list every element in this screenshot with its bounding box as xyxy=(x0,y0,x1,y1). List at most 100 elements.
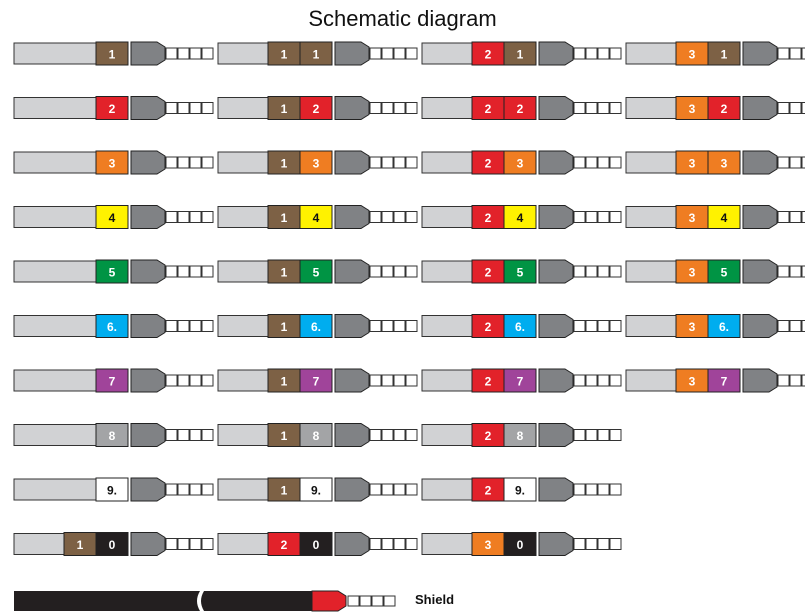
ferrule-23-band-2 xyxy=(503,150,537,175)
shield-cable-left xyxy=(14,591,200,611)
ferrule-21-digit-2: 1 xyxy=(517,48,524,62)
ferrule-33-digit-1: 3 xyxy=(689,157,696,171)
ferrule-25-strand-3 xyxy=(597,265,610,278)
ferrule-30-strand-3 xyxy=(597,538,610,550)
ferrule-15-band-2 xyxy=(299,259,333,284)
diagram-title: Schematic diagram xyxy=(308,6,497,31)
ferrule-24-strand-3 xyxy=(597,211,610,223)
ferrule-4-strand-1 xyxy=(165,211,178,223)
ferrule-26-strand-2 xyxy=(585,320,598,332)
ferrule-1-band-1 xyxy=(95,41,129,66)
ferrule-9-digit-1: 9. xyxy=(107,484,117,498)
ferrule-23-digit-1: 2 xyxy=(485,157,492,171)
ferrule-33-band-2 xyxy=(707,150,741,175)
ferrule-12-crimp xyxy=(334,96,370,120)
shield-cable-right xyxy=(201,591,312,611)
ferrule-17-digit-1: 1 xyxy=(281,375,288,389)
ferrule-4-band-1 xyxy=(95,205,129,229)
ferrule-34-sleeve xyxy=(625,206,679,228)
ferrule-12-digit-2: 2 xyxy=(313,102,320,116)
ferrule-25-strand-1 xyxy=(573,265,586,278)
ferrule-18-strand-3 xyxy=(393,429,406,441)
ferrule-5-sleeve xyxy=(13,260,99,283)
ferrule-21-sleeve xyxy=(421,42,475,65)
ferrule-33-sleeve xyxy=(625,151,679,174)
ferrule-11-crimp xyxy=(334,41,370,66)
ferrule-17-strand-3 xyxy=(393,374,406,387)
ferrule-8-digit-1: 8 xyxy=(109,429,116,443)
ferrule-3-band-1 xyxy=(95,150,129,175)
ferrule-5-strand-1 xyxy=(165,265,178,278)
ferrule-28-digit-1: 2 xyxy=(485,429,492,443)
shield-strand-2 xyxy=(359,595,372,607)
ferrule-31-digit-2: 1 xyxy=(721,48,728,62)
ferrule-18-crimp xyxy=(334,423,370,447)
ferrule-15-digit-2: 5 xyxy=(313,266,320,280)
ferrule-32-crimp xyxy=(742,96,778,120)
ferrule-15-strand-1 xyxy=(369,265,382,278)
ferrule-37-digit-1: 3 xyxy=(689,375,696,389)
ferrule-23-sleeve xyxy=(421,151,475,174)
ferrule-8-strand-3 xyxy=(189,429,202,441)
ferrule-8-strand-1 xyxy=(165,429,178,441)
ferrule-26-strand-4 xyxy=(609,320,622,332)
ferrule-19-sleeve xyxy=(217,478,271,501)
ferrule-17-crimp xyxy=(334,368,370,393)
ferrule-10-strand-3 xyxy=(189,538,202,550)
ferrule-16-digit-1: 1 xyxy=(281,320,288,334)
ferrule-20-digit-2: 0 xyxy=(313,538,320,552)
ferrule-15-strand-2 xyxy=(381,265,394,278)
ferrule-4-sleeve xyxy=(13,206,99,228)
ferrule-15-strand-3 xyxy=(393,265,406,278)
ferrule-1-strand-3 xyxy=(189,47,202,60)
ferrule-8-band-1 xyxy=(95,423,129,447)
ferrule-2-strand-2 xyxy=(177,102,190,114)
ferrule-14-sleeve xyxy=(217,206,271,228)
ferrule-2-crimp xyxy=(130,96,166,120)
ferrule-1-strand-2 xyxy=(177,47,190,60)
ferrule-8-crimp xyxy=(130,423,166,447)
ferrule-16-strand-4 xyxy=(405,320,418,332)
ferrule-18-strand-1 xyxy=(369,429,382,441)
ferrule-6-strand-2 xyxy=(177,320,190,332)
ferrule-12-digit-1: 1 xyxy=(281,102,288,116)
ferrule-20-sleeve xyxy=(217,533,271,555)
ferrule-3-strand-4 xyxy=(201,156,214,169)
ferrule-19-digit-2: 9. xyxy=(311,484,321,498)
ferrule-30-digit-1: 3 xyxy=(485,538,492,552)
ferrule-29-crimp xyxy=(538,477,574,502)
ferrule-33-strand-2 xyxy=(789,156,802,169)
ferrule-3-sleeve xyxy=(13,151,99,174)
ferrule-11-strand-1 xyxy=(369,47,382,60)
ferrule-7-band-1 xyxy=(95,368,129,393)
ferrule-13-sleeve xyxy=(217,151,271,174)
shield-strand-1 xyxy=(347,595,360,607)
ferrule-16-sleeve xyxy=(217,315,271,337)
ferrule-33-strand-3 xyxy=(801,156,805,169)
ferrule-25-band-2 xyxy=(503,259,537,284)
ferrule-14-crimp xyxy=(334,205,370,229)
ferrule-22-sleeve xyxy=(421,97,475,119)
ferrule-25-strand-4 xyxy=(609,265,622,278)
ferrule-34-crimp xyxy=(742,205,778,229)
ferrule-34-digit-1: 3 xyxy=(689,211,696,225)
ferrule-33-crimp xyxy=(742,150,778,175)
ferrule-31-digit-1: 3 xyxy=(689,48,696,62)
ferrule-26-digit-1: 2 xyxy=(485,320,492,334)
ferrule-20-digit-1: 2 xyxy=(281,538,288,552)
ferrule-15-sleeve xyxy=(217,260,271,283)
ferrule-12-strand-2 xyxy=(381,102,394,114)
ferrule-23-strand-1 xyxy=(573,156,586,169)
ferrule-24-strand-4 xyxy=(609,211,622,223)
ferrule-20-crimp xyxy=(334,532,370,556)
ferrule-37-digit-2: 7 xyxy=(721,375,728,389)
ferrule-31-band-2 xyxy=(707,41,741,66)
ferrule-34-strand-2 xyxy=(789,211,802,223)
ferrule-37-strand-3 xyxy=(801,374,805,387)
ferrule-28-digit-2: 8 xyxy=(517,429,524,443)
ferrule-24-sleeve xyxy=(421,206,475,228)
ferrule-19-crimp xyxy=(334,477,370,502)
ferrule-22-digit-2: 2 xyxy=(517,102,524,116)
ferrule-6-strand-1 xyxy=(165,320,178,332)
ferrule-26-digit-2: 6. xyxy=(515,320,525,334)
